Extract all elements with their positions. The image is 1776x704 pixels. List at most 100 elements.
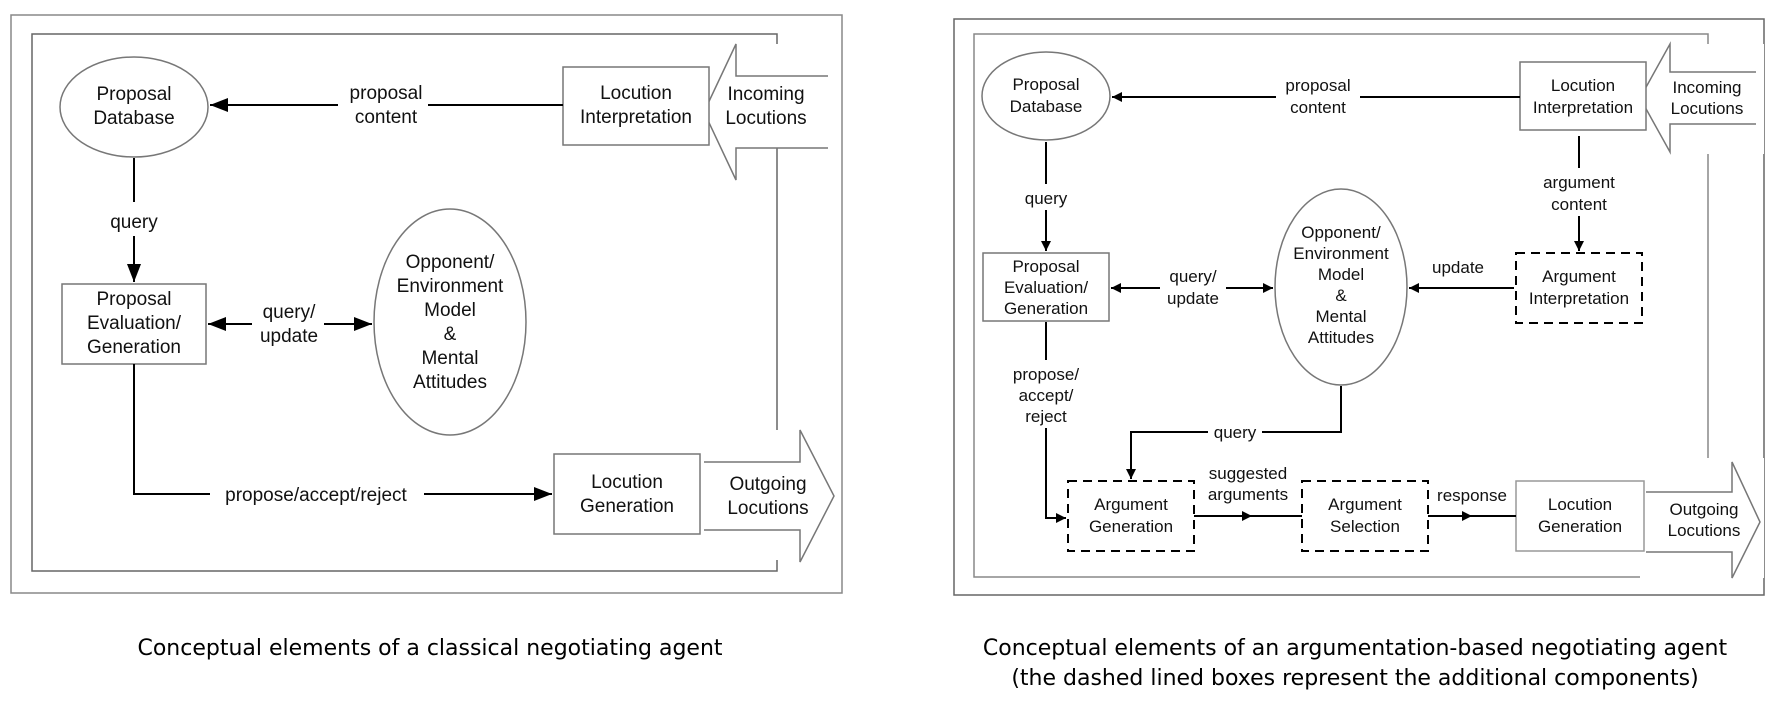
svg-text:Proposal: Proposal <box>97 289 172 310</box>
right-proposal-database: Proposal Database <box>981 51 1111 141</box>
svg-text:Evaluation/: Evaluation/ <box>87 313 182 334</box>
svg-text:update: update <box>260 326 318 347</box>
svg-text:query: query <box>1025 189 1068 208</box>
svg-text:Locutions: Locutions <box>727 498 808 519</box>
svg-text:proposal: proposal <box>1285 76 1350 95</box>
right-incoming-label: Incoming <box>1673 78 1742 97</box>
left-outgoing-locutions: Outgoing Locutions <box>704 429 835 563</box>
svg-text:Locution: Locution <box>1551 76 1615 95</box>
right-outgoing-locutions: Outgoing Locutions <box>1646 461 1761 579</box>
svg-text:content: content <box>355 107 418 128</box>
right-edge-propose-accept-reject: propose/ accept/ reject <box>1013 322 1079 523</box>
svg-text:update: update <box>1167 289 1219 308</box>
svg-text:Evaluation/: Evaluation/ <box>1004 278 1088 297</box>
svg-text:Locutions: Locutions <box>1671 99 1744 118</box>
right-caption: Conceptual elements of an argumentation-… <box>960 634 1750 694</box>
svg-text:Locutions: Locutions <box>725 108 806 129</box>
svg-text:Argument: Argument <box>1094 495 1168 514</box>
svg-text:&: & <box>1335 286 1347 305</box>
left-outer-frame <box>10 14 843 594</box>
svg-text:Generation: Generation <box>580 496 674 517</box>
svg-text:Interpretation: Interpretation <box>580 107 692 128</box>
svg-text:Environment: Environment <box>1293 244 1389 263</box>
right-locution-generation: Locution Generation <box>1515 480 1645 552</box>
left-outgoing-label: Outgoing <box>729 474 806 495</box>
svg-text:Database: Database <box>1010 97 1083 116</box>
svg-text:Interpretation: Interpretation <box>1529 289 1629 308</box>
right-edge-query-bottom: query <box>1126 386 1342 479</box>
left-caption: Conceptual elements of a classical negot… <box>137 636 723 661</box>
svg-text:Locution: Locution <box>591 472 663 493</box>
svg-text:&: & <box>444 324 457 345</box>
left-opponent-model: Opponent/ Environment Model & Mental Att… <box>373 208 527 436</box>
svg-text:Generation: Generation <box>1004 299 1088 318</box>
right-locution-interpretation: Locution Interpretation <box>1519 61 1647 131</box>
svg-text:reject: reject <box>1025 407 1067 426</box>
right-argument-interpretation: Argument Interpretation <box>1515 252 1643 324</box>
right-argument-selection: Argument Selection <box>1301 480 1429 552</box>
svg-text:Generation: Generation <box>87 337 181 358</box>
svg-text:Attitudes: Attitudes <box>1308 328 1374 347</box>
svg-text:Locution: Locution <box>1548 495 1612 514</box>
svg-text:Generation: Generation <box>1538 517 1622 536</box>
svg-text:content: content <box>1290 98 1346 117</box>
svg-text:propose/: propose/ <box>1013 365 1079 384</box>
svg-text:Proposal: Proposal <box>97 84 172 105</box>
svg-text:Proposal: Proposal <box>1012 257 1079 276</box>
right-outer-frame <box>953 18 1765 596</box>
svg-text:Proposal: Proposal <box>1012 75 1079 94</box>
right-edge-update: update <box>1409 258 1514 293</box>
svg-text:propose/accept/reject: propose/accept/reject <box>225 485 407 506</box>
left-edge-proposal-content: proposal content <box>210 83 563 128</box>
svg-text:Locutions: Locutions <box>1668 521 1741 540</box>
svg-text:Generation: Generation <box>1089 517 1173 536</box>
right-edge-query-update: query/ update <box>1111 267 1273 308</box>
right-edge-response: response <box>1428 486 1516 521</box>
svg-text:Model: Model <box>1318 265 1364 284</box>
svg-text:Interpretation: Interpretation <box>1533 98 1633 117</box>
left-edge-query: query <box>110 158 158 282</box>
svg-text:Attitudes: Attitudes <box>413 372 487 393</box>
svg-text:content: content <box>1551 195 1607 214</box>
svg-text:query: query <box>110 212 158 233</box>
svg-text:query: query <box>1214 423 1257 442</box>
right-caption-line-1: Conceptual elements of an argumentation-… <box>982 636 1728 661</box>
svg-text:Selection: Selection <box>1330 517 1400 536</box>
svg-text:Opponent/: Opponent/ <box>406 252 495 273</box>
svg-text:proposal: proposal <box>350 83 423 104</box>
left-locution-interpretation: Locution Interpretation <box>562 66 710 146</box>
right-edge-argument-content: argument content <box>1543 136 1615 251</box>
left-locution-generation: Locution Generation <box>553 453 701 535</box>
right-argument-generation: Argument Generation <box>1067 480 1195 552</box>
left-proposal-database: Proposal Database <box>59 56 209 158</box>
left-edge-query-update: query/ update <box>208 302 372 347</box>
svg-text:accept/: accept/ <box>1019 386 1074 405</box>
right-diagram: Incoming Locutions Outgoing Locutions Pr… <box>953 18 1765 596</box>
svg-text:arguments: arguments <box>1208 485 1288 504</box>
right-edge-query-top: query <box>1025 142 1068 251</box>
svg-text:Model: Model <box>424 300 476 321</box>
svg-text:argument: argument <box>1543 173 1615 192</box>
right-caption-line-2: (the dashed lined boxes represent the ad… <box>1011 666 1699 691</box>
right-edge-proposal-content: proposal content <box>1112 76 1520 117</box>
svg-text:suggested: suggested <box>1209 464 1287 483</box>
svg-text:query/: query/ <box>1169 267 1217 286</box>
right-edge-suggested-arguments: suggested arguments <box>1194 464 1302 521</box>
svg-text:Argument: Argument <box>1542 267 1616 286</box>
svg-text:Database: Database <box>93 108 174 129</box>
svg-text:Argument: Argument <box>1328 495 1402 514</box>
svg-text:Environment: Environment <box>397 276 504 297</box>
left-diagram: Incoming Locutions Outgoing Locutions Pr… <box>10 14 843 594</box>
svg-text:query/: query/ <box>263 302 317 323</box>
svg-text:Mental: Mental <box>1315 307 1366 326</box>
svg-text:response: response <box>1437 486 1507 505</box>
left-incoming-label: Incoming <box>727 84 804 105</box>
right-opponent-model: Opponent/ Environment Model & Mental Att… <box>1274 188 1408 386</box>
right-outgoing-label: Outgoing <box>1670 500 1739 519</box>
right-proposal-evaluation: Proposal Evaluation/ Generation <box>982 252 1110 322</box>
left-proposal-evaluation: Proposal Evaluation/ Generation <box>61 283 207 365</box>
right-incoming-locutions: Incoming Locutions <box>1639 41 1756 155</box>
svg-text:update: update <box>1432 258 1484 277</box>
left-edge-propose-accept-reject: propose/accept/reject <box>133 364 552 506</box>
